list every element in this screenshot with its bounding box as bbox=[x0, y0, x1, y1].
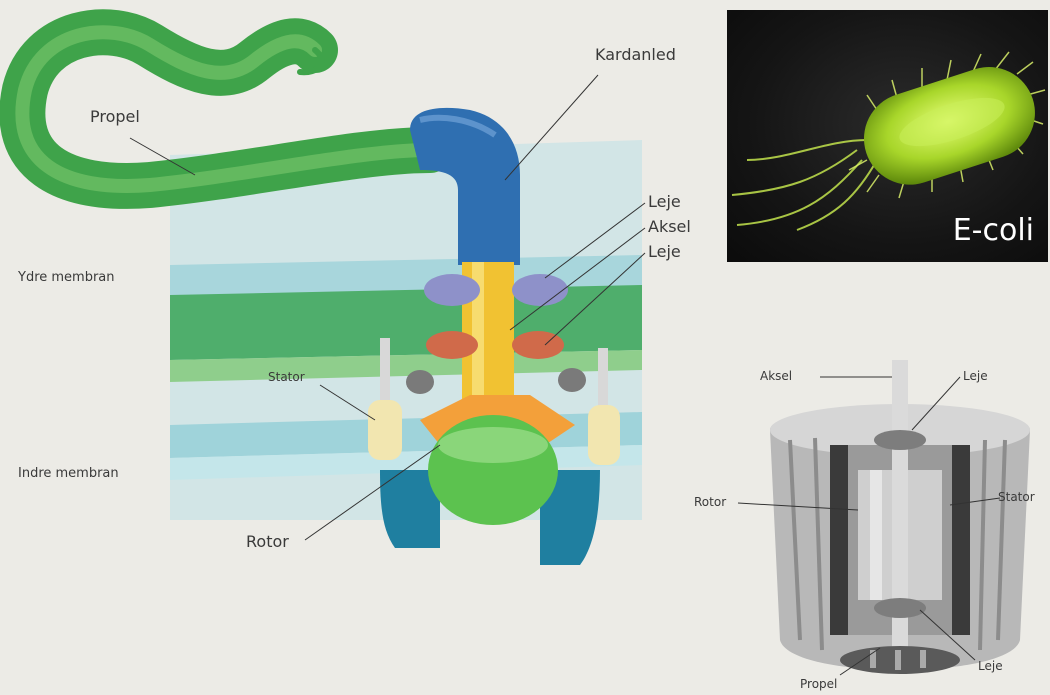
label-aksel: Aksel bbox=[648, 217, 691, 236]
label-motor-rotor: Rotor bbox=[694, 495, 726, 509]
motor-bearing-bottom bbox=[874, 598, 926, 618]
label-stator: Stator bbox=[268, 370, 305, 384]
label-motor-stator: Stator bbox=[998, 490, 1035, 504]
label-leje-upper: Leje bbox=[648, 192, 681, 211]
label-propel: Propel bbox=[90, 107, 140, 126]
label-motor-leje-bottom: Leje bbox=[978, 659, 1003, 673]
label-motor-leje-top: Leje bbox=[963, 369, 988, 383]
label-kardanled: Kardanled bbox=[595, 45, 676, 64]
label-motor-propel: Propel bbox=[800, 677, 837, 691]
motor-bearing-top bbox=[874, 430, 926, 450]
label-rotor: Rotor bbox=[246, 532, 289, 551]
label-leje-lower: Leje bbox=[648, 242, 681, 261]
label-ydre-membran: Ydre membran bbox=[18, 270, 115, 285]
label-indre-membran: Indre membran bbox=[18, 466, 119, 481]
label-motor-aksel: Aksel bbox=[760, 369, 792, 383]
motor-fan-propel bbox=[840, 646, 960, 674]
